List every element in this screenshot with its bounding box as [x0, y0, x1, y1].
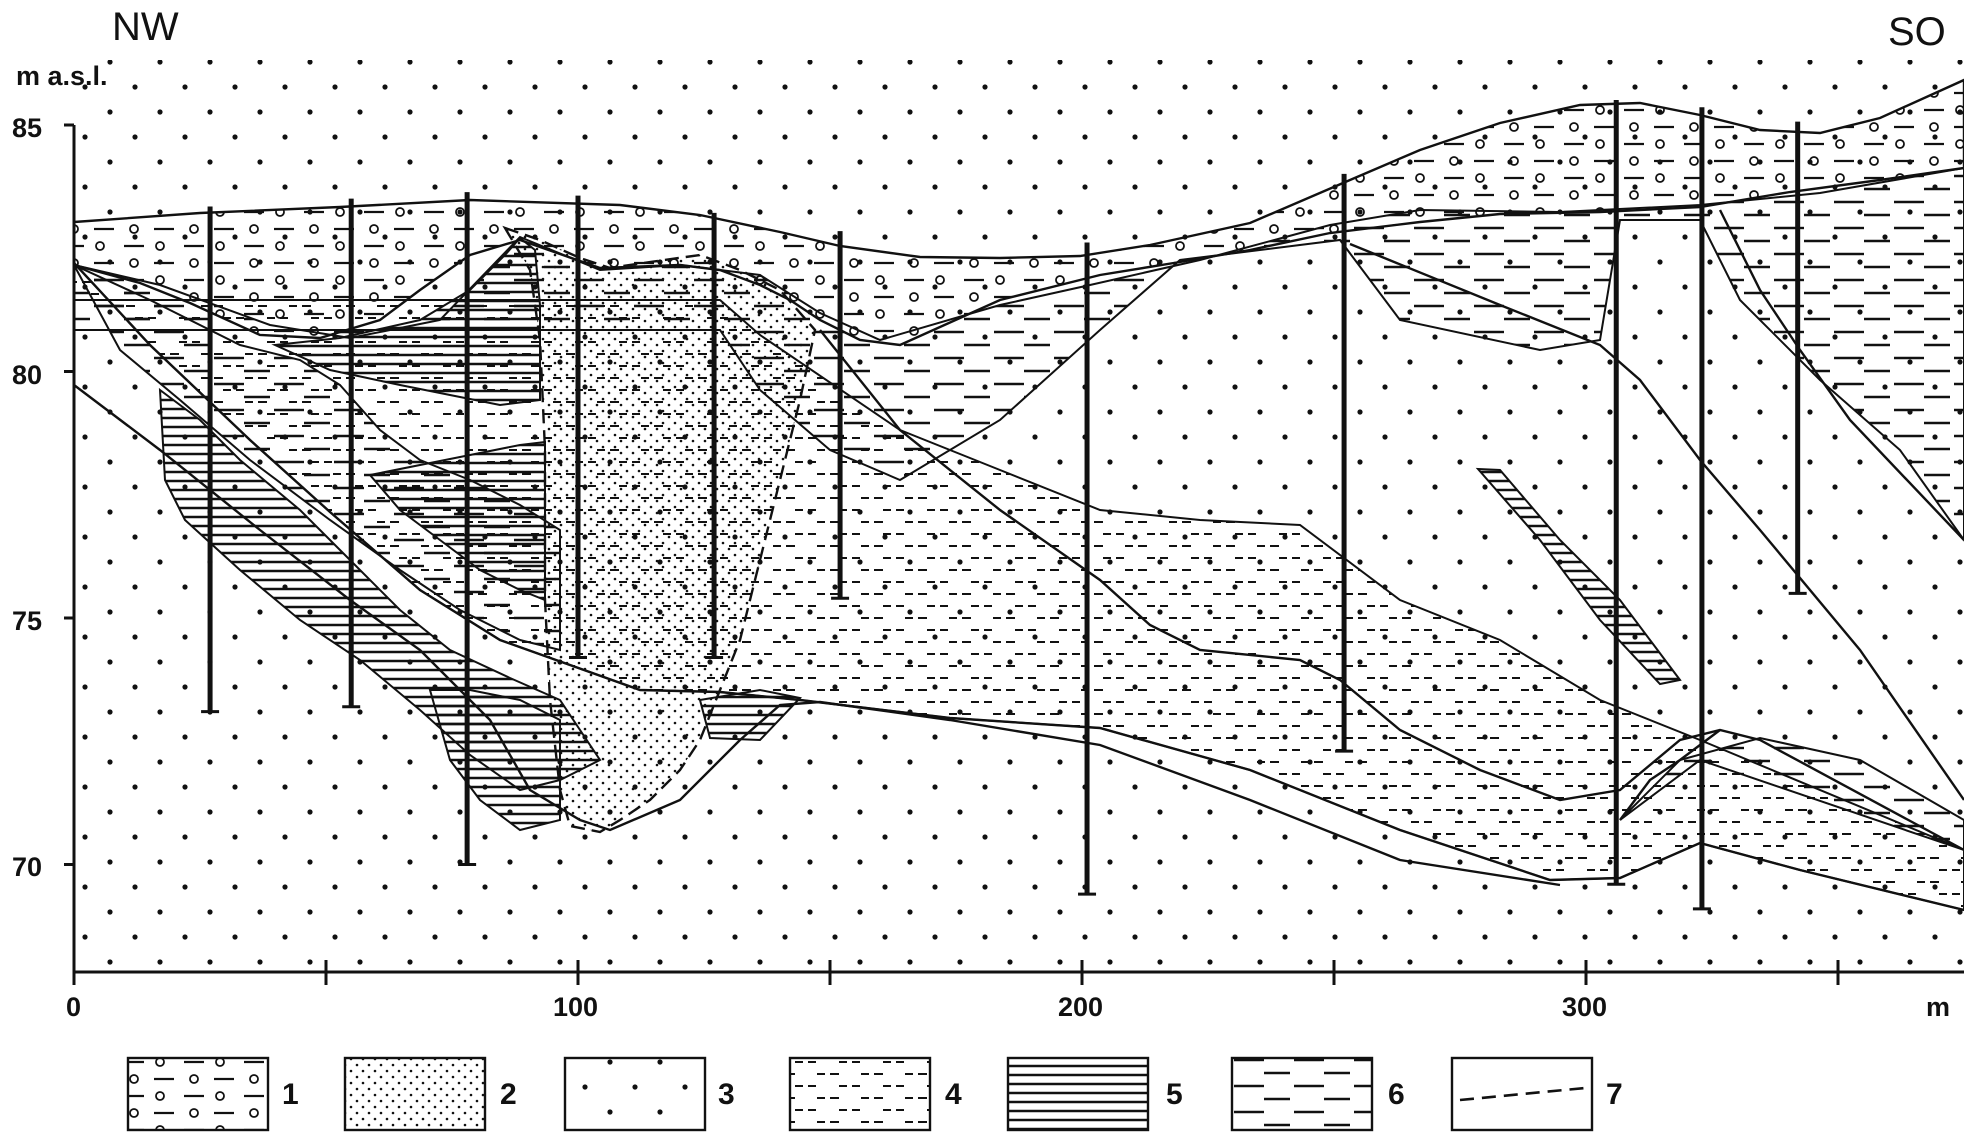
legend-swatch-5: [1006, 1056, 1150, 1132]
legend-label-1: 1: [282, 1078, 299, 1111]
legend-label-7: 7: [1606, 1078, 1623, 1111]
boreholes: [201, 100, 1807, 911]
x-axis-unit: m: [1926, 992, 1950, 1022]
legend-swatch-1: [126, 1056, 270, 1132]
y-tick-label-80: 80: [12, 360, 42, 390]
x-tick-label-200: 200: [1058, 992, 1103, 1022]
legend-label-2: 2: [500, 1078, 517, 1111]
legend-swatch-7: [1450, 1056, 1594, 1132]
legend-label-4: 4: [945, 1078, 962, 1111]
section-body: [74, 60, 1964, 968]
lens-laminated-5: [1475, 467, 1682, 686]
x-ticks: [72, 960, 1840, 985]
direction-right: SO: [1888, 10, 1946, 54]
direction-left: NW: [112, 5, 179, 49]
x-tick-label-300: 300: [1562, 992, 1607, 1022]
legend-label-6: 6: [1388, 1078, 1405, 1111]
x-tick-label-0: 0: [66, 992, 81, 1022]
y-tick-label-75: 75: [12, 606, 42, 636]
y-tick-label-85: 85: [12, 113, 42, 143]
x-tick-label-100: 100: [553, 992, 598, 1022]
legend-swatch-2: [343, 1056, 487, 1132]
legend-swatch-6: [1230, 1056, 1374, 1132]
y-tick-label-70: 70: [12, 852, 42, 882]
lens-laminated-4: [428, 689, 561, 832]
legend-swatch-3: [563, 1056, 707, 1132]
legend-swatch-4: [788, 1056, 932, 1132]
y-ticks: [64, 123, 74, 866]
lens-laminated-6: [698, 688, 802, 742]
axes: [72, 125, 1964, 974]
legend-label-5: 5: [1166, 1078, 1183, 1111]
legend: 1 2 3 4 5 6 7: [126, 1056, 1623, 1132]
unit-clay-lower-se: [1619, 736, 1964, 852]
legend-label-3: 3: [718, 1078, 735, 1111]
